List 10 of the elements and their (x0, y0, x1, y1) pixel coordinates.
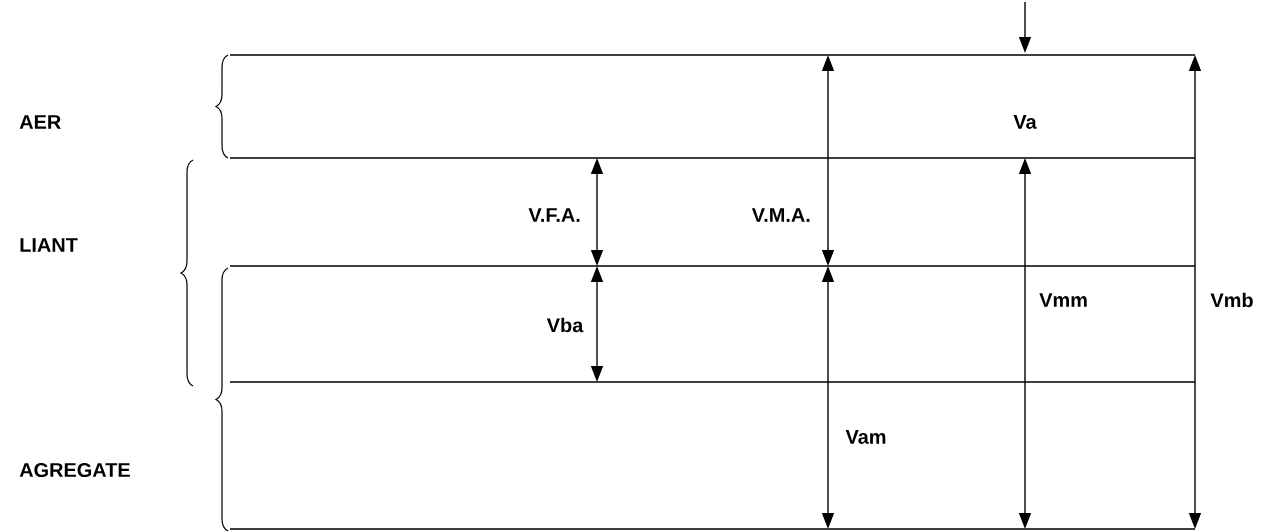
dimension-label: AER (19, 115, 61, 129)
dimension-label: Vba (546, 317, 584, 333)
dimension-label: Va (1013, 115, 1037, 129)
dimension-label: V.F.A. (528, 208, 580, 222)
dimension-label: Vam (845, 430, 886, 444)
dimension-label: V.M.A. (751, 208, 810, 222)
dimension-label: Vmm (1039, 293, 1087, 307)
dimension-label: LIANT (20, 238, 78, 252)
dimension-label: AGREGATE (19, 462, 130, 478)
dimension-label: Vmb (1210, 292, 1253, 308)
